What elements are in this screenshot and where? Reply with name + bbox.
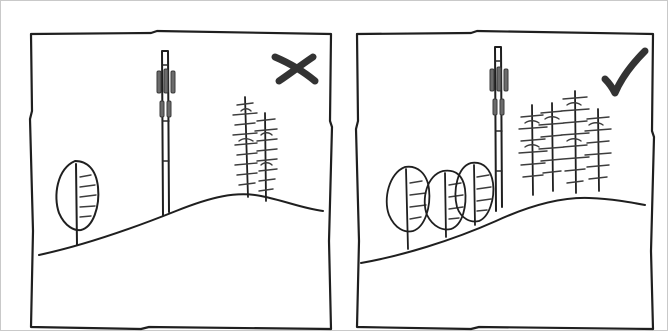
panel-poor-placement [30, 31, 332, 329]
conifer-cluster [519, 91, 611, 195]
conifer-cluster [233, 97, 277, 201]
broadleaf-tree [387, 167, 430, 249]
antenna-tower [157, 51, 175, 215]
broadleaf-tree-row [387, 163, 494, 249]
broadleaf-tree [456, 163, 494, 225]
cross-mark-icon [275, 57, 315, 81]
check-mark-icon [605, 51, 645, 93]
panel-good-placement [356, 31, 654, 329]
hill-line [39, 194, 323, 255]
broadleaf-tree [425, 171, 466, 237]
broadleaf-tree [56, 161, 98, 245]
